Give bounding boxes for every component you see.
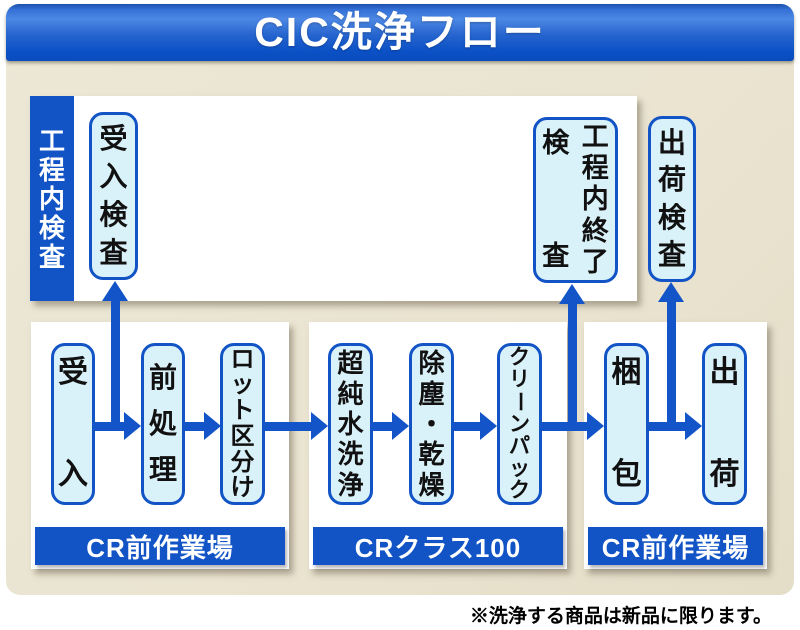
- node-receiving: 受入: [51, 343, 95, 505]
- group-label-cr-class100: CRクラス100: [313, 527, 563, 565]
- node-inprocess-final-inspection: 検査 工程内終了: [533, 117, 618, 283]
- footnote: ※洗浄する商品は新品に限ります。: [469, 606, 772, 627]
- node-shipping: 出荷: [702, 343, 747, 505]
- node-inprocess-final-inspection-maincol: 工程内終了: [576, 120, 616, 280]
- node-clean-pack-text: クリーンパック: [508, 346, 531, 502]
- flow-arrow-lot-sorting-to-ultrapure: [262, 422, 312, 431]
- flow-arrowhead-shipping-icon: [685, 412, 702, 440]
- node-shipping-inspection: 出荷検査: [648, 116, 696, 282]
- node-ultrapure-water-cleaning-text: 超純水洗浄: [337, 348, 364, 500]
- node-incoming-inspection-text: 受入検査: [99, 123, 128, 268]
- node-clean-pack: クリーンパック: [497, 343, 542, 505]
- flow-arrowhead-dust-removal-icon: [392, 412, 409, 440]
- flow-arrow-ultrapure-to-dust-removal: [371, 422, 393, 431]
- flow-arrowhead-pretreatment-icon: [124, 412, 141, 440]
- flow-arrow-up-inprocess-final-inspection: [568, 302, 577, 430]
- flow-arrow-receiving-to-pretreatment: [93, 422, 128, 431]
- flow-arrowhead-ultrapure-icon: [311, 412, 328, 440]
- node-receiving-text: 受入: [58, 356, 88, 491]
- flow-arrowhead-clean-pack-icon: [480, 412, 497, 440]
- flow-arrow-clean-pack-to-packing: [540, 422, 589, 431]
- page-title: CIC洗浄フロー: [254, 9, 546, 55]
- flow-arrowhead-shipping-inspection-icon: [658, 282, 684, 302]
- node-lot-sorting: ロット区分け: [220, 343, 265, 505]
- flow-arrow-up-shipping-inspection: [667, 300, 676, 430]
- node-inprocess-final-inspection-subtext: 検査: [542, 128, 570, 271]
- flow-arrowhead-packing-icon: [587, 412, 604, 440]
- node-pretreatment-text: 前処理: [148, 362, 177, 485]
- node-inprocess-final-inspection-maintext: 工程内終了: [581, 122, 609, 277]
- node-packing-text: 梱包: [611, 356, 642, 491]
- node-shipping-inspection-text: 出荷検査: [657, 126, 686, 271]
- node-packing: 梱包: [604, 343, 649, 505]
- node-inprocess-final-inspection-subcol: 検査: [536, 120, 576, 280]
- flow-arrow-dust-removal-to-clean-pack: [452, 422, 482, 431]
- node-ultrapure-water-cleaning: 超純水洗浄: [328, 343, 373, 505]
- flow-arrow-up-incoming-inspection: [111, 299, 120, 430]
- flow-arrowhead-incoming-inspection-icon: [102, 281, 128, 301]
- node-lot-sorting-text: ロット区分け: [230, 345, 255, 502]
- inspection-lane-label: 工程内検査: [30, 96, 74, 301]
- node-pretreatment: 前処理: [141, 343, 185, 505]
- node-dust-removal-drying: 除塵・乾燥: [409, 343, 454, 505]
- group-label-cr-pre-work-1: CR前作業場: [35, 527, 285, 565]
- inspection-lane-label-text: 工程内検査: [38, 125, 65, 272]
- flow-arrow-pretreatment-to-lot-sorting: [184, 422, 206, 431]
- node-shipping-text: 出荷: [709, 356, 740, 491]
- flow-arrowhead-inprocess-final-inspection-icon: [559, 284, 585, 304]
- node-incoming-inspection: 受入検査: [89, 112, 138, 280]
- group-label-cr-pre-work-2: CR前作業場: [588, 527, 763, 565]
- flow-arrowhead-lot-sorting-icon: [204, 412, 221, 440]
- node-dust-removal-drying-text: 除塵・乾燥: [418, 348, 445, 500]
- title-banner: CIC洗浄フロー: [6, 4, 794, 61]
